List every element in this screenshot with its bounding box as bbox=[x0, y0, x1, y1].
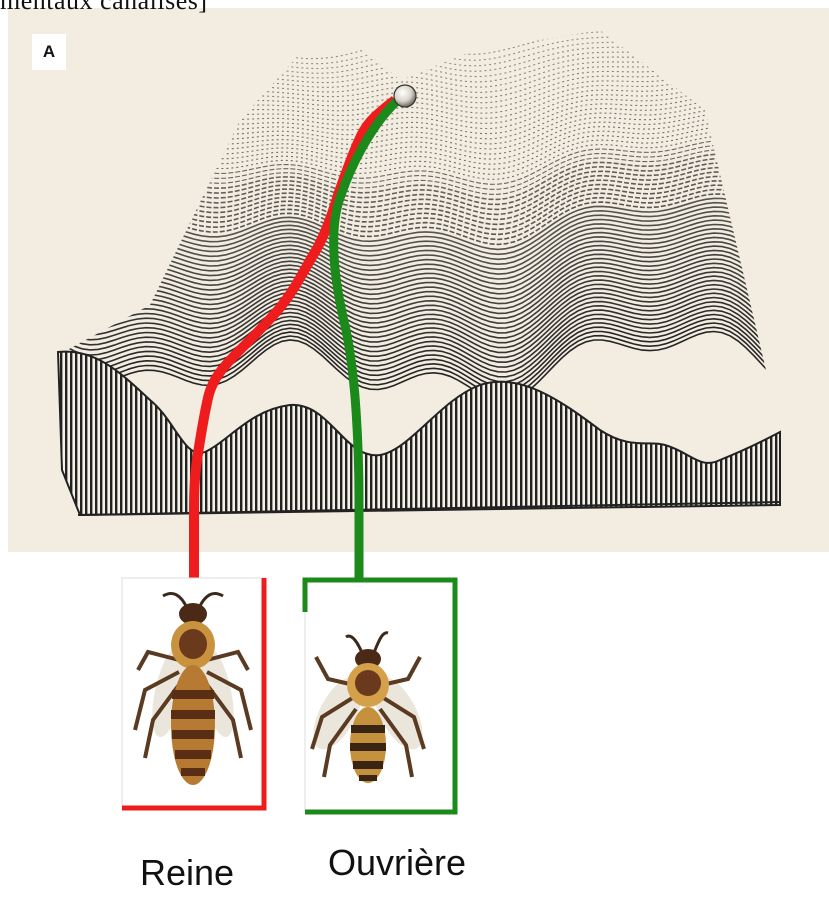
queen-label: Reine bbox=[140, 852, 234, 894]
worker-label: Ouvrière bbox=[328, 842, 466, 884]
caption-fragment: mentaux canalisés] bbox=[0, 0, 208, 16]
ball-icon bbox=[394, 85, 416, 107]
panel-label: A bbox=[32, 34, 66, 70]
